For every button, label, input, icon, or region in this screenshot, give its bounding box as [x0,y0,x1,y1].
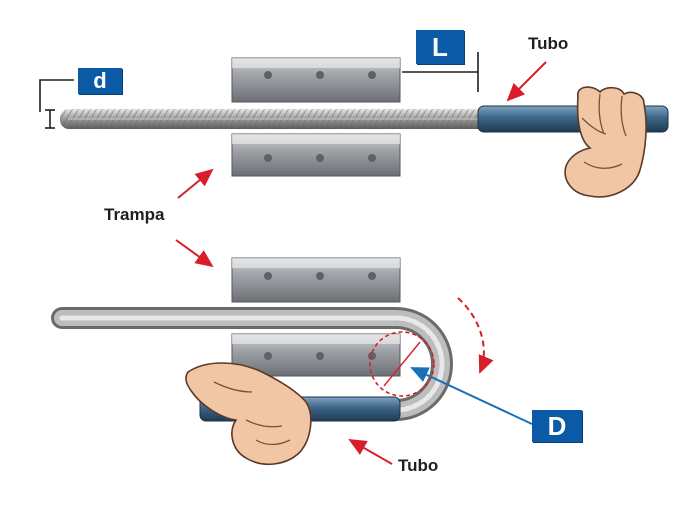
arrow-tubo-bottom [348,439,393,465]
rebar-bent [51,307,453,421]
trap-plate-top-lower [231,133,401,177]
trap-plate-bottom-lower [231,333,401,377]
pointer-arrows [175,61,547,465]
rotation-arrow-icon [457,297,494,374]
hand-bottom-icon [185,362,312,465]
arrow-trampa-down [175,239,214,268]
top-assembly [39,52,669,198]
d-badge: d [78,68,122,94]
l-label: L [432,31,448,62]
tubo-bottom-label: Tubo [398,456,439,475]
bottom-assembly [51,257,494,465]
trampa-label: Trampa [104,205,165,224]
arrow-tubo-top [506,61,547,102]
arrow-diameter [410,367,533,425]
diameter-badge: D [532,410,582,442]
arrow-trampa-up [177,168,214,199]
l-badge: L [416,30,464,64]
l-dimension-marker [402,52,479,92]
d-dimension-marker [39,79,74,129]
rebar-straight [60,109,490,129]
bend-diameter-circle [369,331,435,397]
d-label: d [93,68,107,93]
diameter-label: D [547,410,567,441]
trap-plate-top-upper [231,57,401,103]
trap-plate-bottom-upper [231,257,401,303]
tubo-top-label: Tubo [528,34,569,53]
hand-top-icon [564,86,647,198]
